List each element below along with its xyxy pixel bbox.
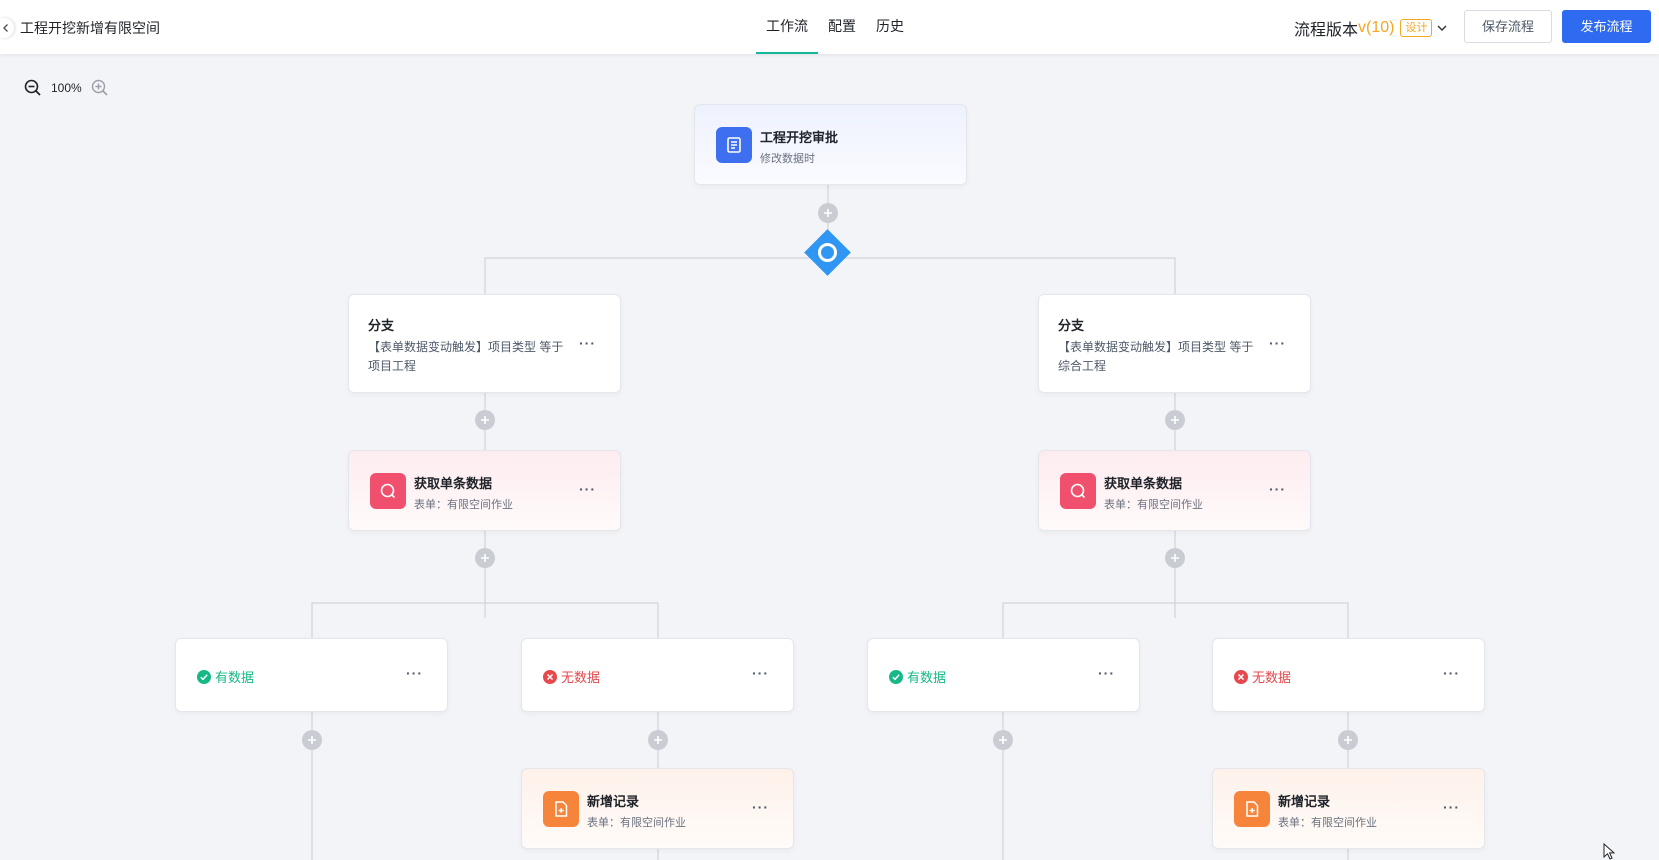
version-badge: 设计 xyxy=(1400,19,1433,37)
form-icon xyxy=(716,127,752,163)
plus-icon xyxy=(1344,736,1352,744)
plus-icon xyxy=(481,416,489,424)
fetch-subtitle: 表单：有限空间作业 xyxy=(1104,499,1203,511)
more-options-button[interactable]: ··· xyxy=(579,335,596,351)
more-options-button[interactable]: ··· xyxy=(1443,799,1460,815)
plus-icon xyxy=(999,736,1007,744)
zoom-out-icon[interactable] xyxy=(24,79,42,97)
branch-title: 分支 xyxy=(1058,318,1085,333)
tab-workflow[interactable]: 工作流 xyxy=(756,0,818,54)
plus-icon xyxy=(1171,416,1179,424)
no-data-node-1[interactable]: 无数据 ··· xyxy=(521,638,794,712)
add-record-subtitle: 表单：有限空间作业 xyxy=(587,817,686,829)
no-data-label: 无数据 xyxy=(561,670,601,685)
fetch-node-2[interactable]: 获取单条数据 表单：有限空间作业 ··· xyxy=(1038,450,1311,531)
plus-icon xyxy=(824,209,832,217)
chevron-down-icon xyxy=(1437,25,1447,31)
no-data-status: 无数据 xyxy=(1234,667,1291,686)
no-data-node-2[interactable]: 无数据 ··· xyxy=(1212,638,1485,712)
check-circle-icon xyxy=(197,669,211,684)
branch-node-1[interactable]: 分支 【表单数据变动触发】项目类型 等于 项目工程 ··· xyxy=(348,294,621,393)
publish-flow-button[interactable]: 发布流程 xyxy=(1562,10,1651,43)
version-selector[interactable]: 流程版本 v(10) 设计 xyxy=(1294,16,1448,40)
add-file-icon xyxy=(543,791,579,827)
search-icon xyxy=(1060,473,1096,509)
version-label: 流程版本 xyxy=(1294,22,1359,39)
back-button[interactable] xyxy=(0,18,14,38)
more-options-button[interactable]: ··· xyxy=(1269,335,1286,351)
save-flow-button[interactable]: 保存流程 xyxy=(1464,10,1552,43)
search-icon xyxy=(370,473,406,509)
more-options-button[interactable]: ··· xyxy=(752,799,769,815)
gateway-ring-icon xyxy=(818,243,837,262)
has-data-status: 有数据 xyxy=(197,667,254,686)
add-node-button[interactable] xyxy=(475,548,495,568)
close-circle-icon xyxy=(543,669,557,684)
branch-title: 分支 xyxy=(368,318,395,333)
check-circle-icon xyxy=(889,669,903,684)
more-options-button[interactable]: ··· xyxy=(1098,665,1115,681)
add-record-subtitle: 表单：有限空间作业 xyxy=(1278,817,1377,829)
add-node-button[interactable] xyxy=(993,730,1013,750)
more-options-button[interactable]: ··· xyxy=(752,665,769,681)
zoom-controls: 100% xyxy=(24,79,109,97)
has-data-label: 有数据 xyxy=(215,670,255,685)
add-node-button[interactable] xyxy=(302,730,322,750)
plus-icon xyxy=(1171,554,1179,562)
more-options-button[interactable]: ··· xyxy=(1443,665,1460,681)
more-options-button[interactable]: ··· xyxy=(1269,481,1286,497)
more-options-button[interactable]: ··· xyxy=(579,481,596,497)
plus-icon xyxy=(654,736,662,744)
plus-icon xyxy=(481,554,489,562)
zoom-level: 100% xyxy=(51,81,82,95)
chevron-left-icon xyxy=(3,24,8,32)
add-node-button[interactable] xyxy=(475,410,495,430)
tab-history[interactable]: 历史 xyxy=(876,18,904,34)
fetch-title: 获取单条数据 xyxy=(414,476,493,491)
fetch-node-1[interactable]: 获取单条数据 表单：有限空间作业 ··· xyxy=(348,450,621,531)
mouse-cursor-icon xyxy=(1603,843,1616,860)
add-node-button[interactable] xyxy=(1165,548,1185,568)
add-node-button[interactable] xyxy=(818,203,838,223)
add-record-node-2[interactable]: 新增记录 表单：有限空间作业 ··· xyxy=(1212,768,1485,849)
add-node-button[interactable] xyxy=(648,730,668,750)
app-title: 工程开挖新增有限空间 xyxy=(20,20,160,36)
has-data-label: 有数据 xyxy=(907,670,947,685)
trigger-title: 工程开挖审批 xyxy=(760,130,839,145)
has-data-node-2[interactable]: 有数据 ··· xyxy=(867,638,1140,712)
add-node-button[interactable] xyxy=(1338,730,1358,750)
add-node-button[interactable] xyxy=(1165,410,1185,430)
main-tabs: 工作流 配置 历史 xyxy=(756,0,914,54)
trigger-node[interactable]: 工程开挖审批 修改数据时 xyxy=(694,104,967,185)
branch-node-2[interactable]: 分支 【表单数据变动触发】项目类型 等于 综合工程 ··· xyxy=(1038,294,1311,393)
branch-condition: 【表单数据变动触发】项目类型 等于 项目工程 xyxy=(368,340,564,373)
close-circle-icon xyxy=(1234,669,1248,684)
trigger-subtitle: 修改数据时 xyxy=(760,153,815,165)
no-data-label: 无数据 xyxy=(1252,670,1292,685)
plus-icon xyxy=(308,736,316,744)
version-number: v(10) xyxy=(1358,19,1395,36)
fetch-subtitle: 表单：有限空间作业 xyxy=(414,499,513,511)
has-data-status: 有数据 xyxy=(889,667,946,686)
top-header: 工程开挖新增有限空间 工作流 配置 历史 流程版本 v(10) 设计 保存流程 … xyxy=(0,0,1659,54)
fetch-title: 获取单条数据 xyxy=(1104,476,1183,491)
add-file-icon xyxy=(1234,791,1270,827)
more-options-button[interactable]: ··· xyxy=(406,665,423,681)
no-data-status: 无数据 xyxy=(543,667,600,686)
tab-config[interactable]: 配置 xyxy=(828,18,856,34)
add-record-title: 新增记录 xyxy=(1278,794,1331,809)
zoom-in-icon[interactable] xyxy=(91,79,109,97)
branch-condition: 【表单数据变动触发】项目类型 等于 综合工程 xyxy=(1058,340,1254,373)
has-data-node-1[interactable]: 有数据 ··· xyxy=(175,638,448,712)
add-record-node-1[interactable]: 新增记录 表单：有限空间作业 ··· xyxy=(521,768,794,849)
add-record-title: 新增记录 xyxy=(587,794,640,809)
